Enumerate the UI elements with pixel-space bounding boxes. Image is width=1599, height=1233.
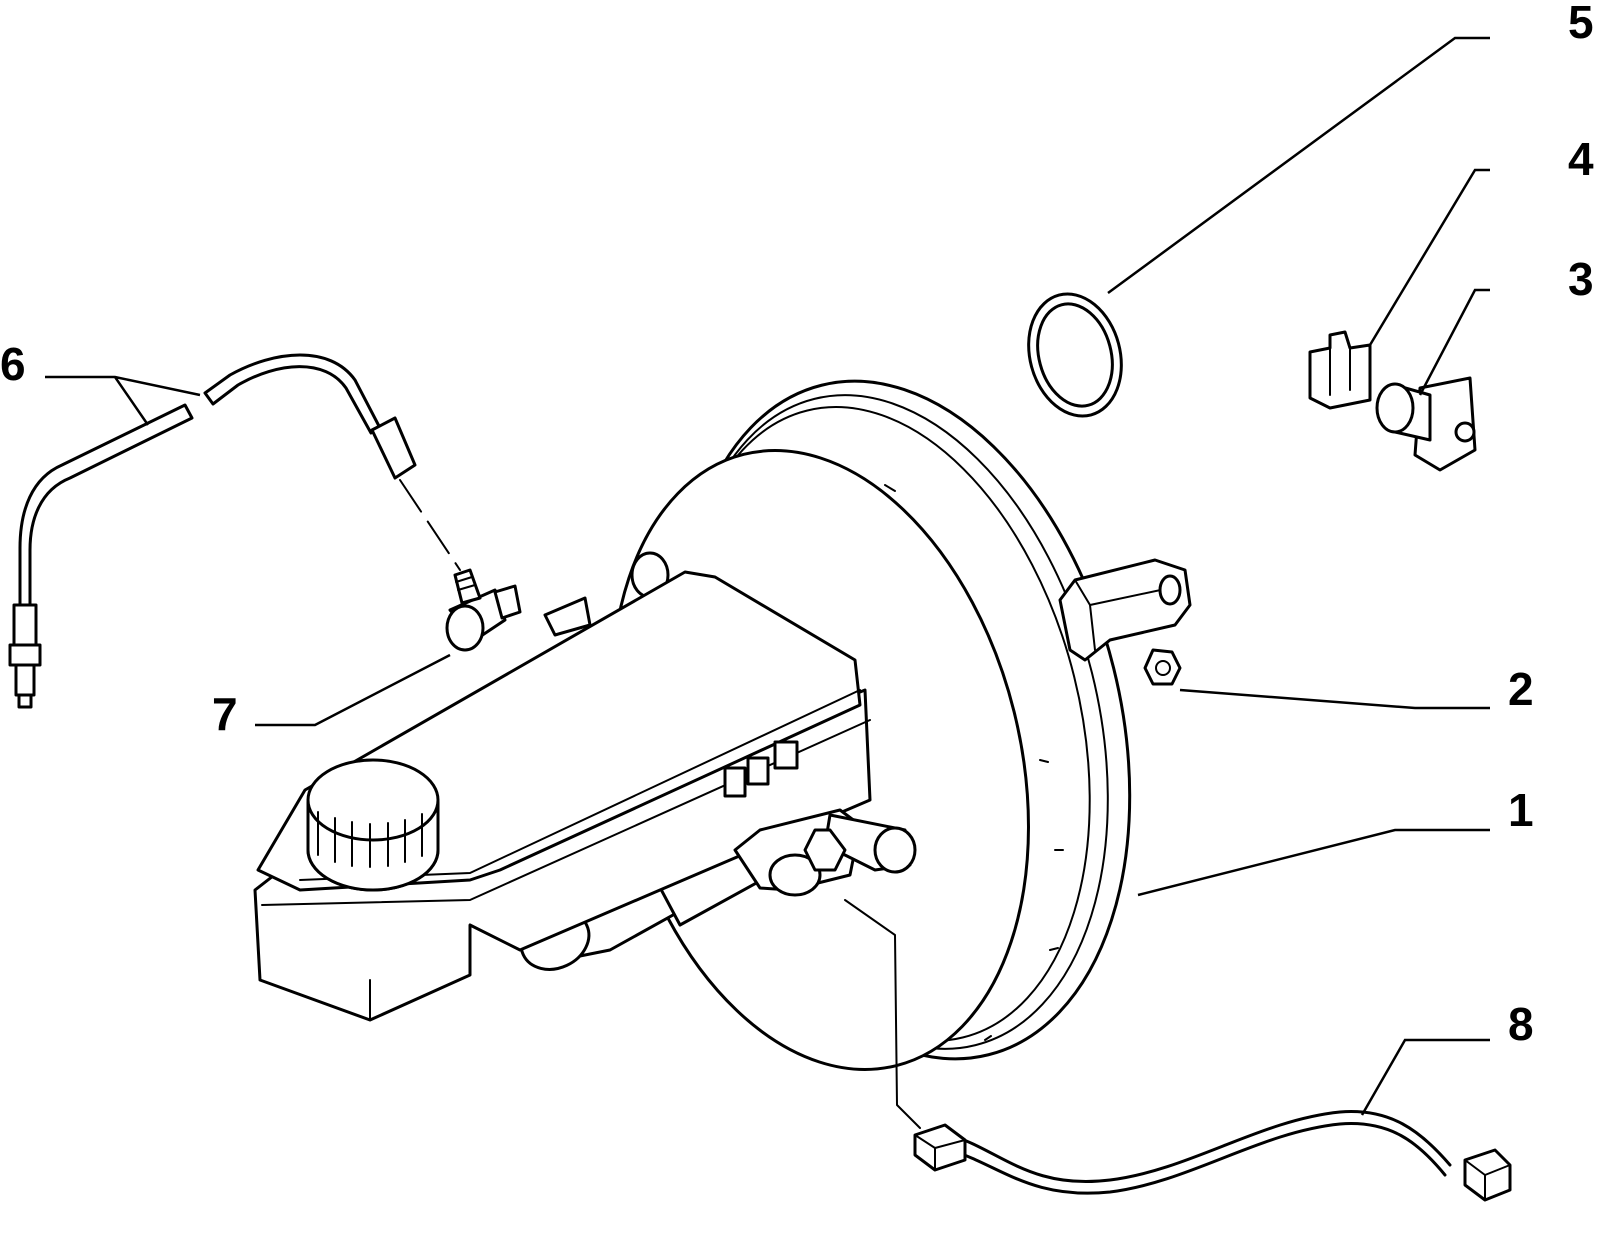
part-o-ring	[1027, 292, 1123, 418]
callout-8: 8	[1508, 998, 1534, 1050]
callout-2: 2	[1508, 663, 1534, 715]
callout-4: 4	[1568, 133, 1594, 185]
callout-1: 1	[1508, 784, 1534, 836]
part-clip	[1308, 330, 1372, 410]
part-nut	[1143, 648, 1182, 686]
callout-7: 7	[212, 688, 238, 740]
part-pressure-sensor	[733, 808, 917, 897]
callout-6: 6	[0, 338, 26, 390]
harness-routing-line	[844, 899, 921, 1129]
part-pin	[1375, 376, 1477, 472]
part-master-cylinder	[253, 570, 872, 1022]
part-clevis	[1058, 558, 1192, 662]
callouts: 1 2 3 4 5 6 7 8	[0, 0, 1594, 1050]
part-wiring-harness	[913, 1110, 1512, 1202]
callout-5: 5	[1568, 0, 1594, 48]
part-brake-pipe	[8, 353, 417, 709]
callout-3: 3	[1568, 253, 1594, 305]
part-elbow-fitting	[445, 568, 522, 652]
leader-lines	[45, 36, 1490, 1116]
